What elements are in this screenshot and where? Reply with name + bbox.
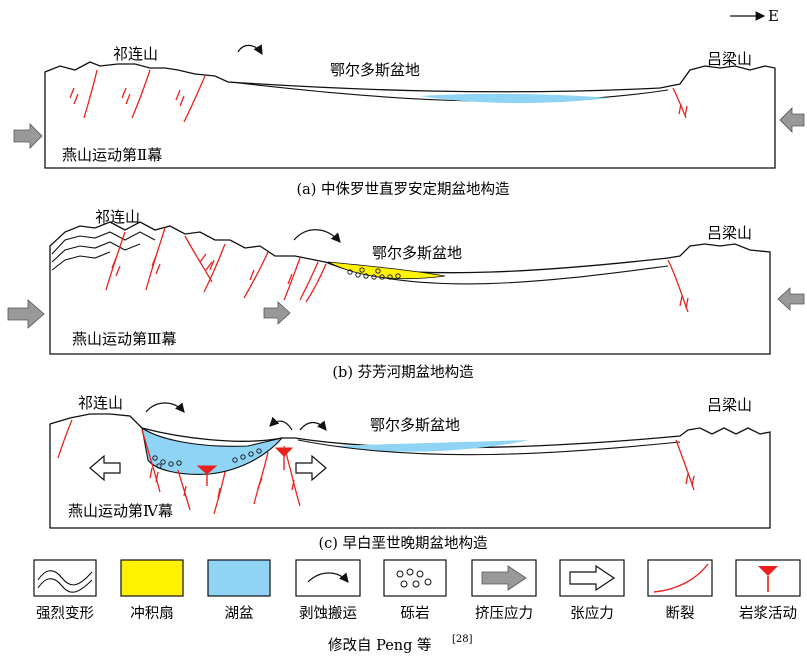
panel-c-tension-east xyxy=(295,454,327,482)
panel-a-erosion-arrow xyxy=(237,44,263,56)
panel-a-faults xyxy=(69,69,688,123)
panel-c: 祁连山 鄂尔多斯盆地 吕梁山 燕山运动第Ⅳ幕 (c) 早白垩世晚期盆地构造 xyxy=(49,394,771,552)
legend-label-tensile-stress: 张应力 xyxy=(570,604,614,622)
legend-erosion-transport-arrow-icon xyxy=(295,559,361,597)
legend-label-magmatism: 岩浆活动 xyxy=(739,604,797,622)
legend-lake-basin-swatch xyxy=(207,559,271,597)
panel-a-basin-label: 鄂尔多斯盆地 xyxy=(330,61,420,79)
panel-a-caption: (a) 中侏罗世直罗安定期盆地构造 xyxy=(296,181,510,198)
compass-label: E xyxy=(768,7,779,25)
legend-alluvial-fan-swatch xyxy=(120,559,184,597)
panel-b-east-label: 吕梁山 xyxy=(707,224,752,242)
panel-a-compression-east xyxy=(779,107,805,133)
legend-magmatism-icon xyxy=(735,559,801,597)
source-reference: [28] xyxy=(452,634,473,645)
panel-b-compression-east xyxy=(777,287,805,311)
panel-a-lower-stratum xyxy=(229,81,669,102)
panel-b-folded-layers xyxy=(51,231,156,271)
legend-label-strong-deformation: 强烈变形 xyxy=(36,605,94,622)
panel-c-conglomerate xyxy=(152,448,262,469)
legend-fault-icon xyxy=(647,559,713,597)
source-text: 修改自 Peng 等 xyxy=(328,636,432,654)
panel-c-west-label: 祁连山 xyxy=(78,394,123,412)
panel-b-caption: (b) 芬芳河期盆地构造 xyxy=(332,364,474,381)
legend-label-compressive-stress: 挤压应力 xyxy=(475,604,533,622)
panel-b-faults xyxy=(105,227,689,313)
panel-c-caption: (c) 早白垩世晚期盆地构造 xyxy=(318,535,488,552)
panel-c-erosion-arrow-mid-left xyxy=(269,416,293,431)
panel-b-compression-west xyxy=(7,299,45,329)
panel-c-erosion-arrow-west xyxy=(145,402,185,413)
panel-c-tension-west xyxy=(89,454,121,482)
panel-b-compression-mid xyxy=(263,301,291,325)
legend-folded-layers-icon xyxy=(33,559,97,597)
panel-a-lake xyxy=(420,93,610,104)
panel-c-basin-label: 鄂尔多斯盆地 xyxy=(370,416,460,434)
panel-a: 祁连山 鄂尔多斯盆地 吕梁山 燕山运动第Ⅱ幕 (a) 中侏罗世直罗安定期盆地构造 xyxy=(13,44,805,198)
panel-b-phase-label: 燕山运动第Ⅲ幕 xyxy=(72,330,176,348)
legend-conglomerate-icon xyxy=(383,559,447,597)
panel-c-magma xyxy=(196,447,294,486)
panel-b-basin-label: 鄂尔多斯盆地 xyxy=(372,244,462,262)
panel-c-lake-east xyxy=(330,440,530,452)
panel-b-erosion-arrow xyxy=(293,229,341,243)
legend: 强烈变形 冲积扇 湖盆 剥蚀搬运 砾岩 挤压应力 张应力 断裂 岩浆活动 xyxy=(33,559,801,622)
legend-label-alluvial-fan: 冲积扇 xyxy=(130,605,174,622)
panel-a-west-label: 祁连山 xyxy=(113,45,158,63)
legend-label-erosion-transport: 剥蚀搬运 xyxy=(299,605,357,622)
panel-c-erosion-arrow-mid-right xyxy=(299,420,327,431)
legend-label-lake-basin: 湖盆 xyxy=(225,605,254,622)
panel-a-cross-section xyxy=(44,61,776,169)
panel-c-east-label: 吕梁山 xyxy=(707,396,752,414)
legend-label-conglomerate: 砾岩 xyxy=(401,605,430,622)
panel-a-phase-label: 燕山运动第Ⅱ幕 xyxy=(62,146,162,164)
legend-tensile-stress-arrow-icon xyxy=(559,559,625,597)
panel-a-compression-west xyxy=(13,123,43,149)
panel-a-east-label: 吕梁山 xyxy=(707,50,752,68)
panel-b: 祁连山 鄂尔多斯盆地 吕梁山 燕山运动第Ⅲ幕 (b) 芬芳河期盆地构造 xyxy=(7,208,805,381)
east-compass: E xyxy=(730,7,779,25)
panel-b-conglomerate xyxy=(347,267,401,280)
source-note: 修改自 Peng 等 [28] xyxy=(328,634,473,654)
panel-c-lower-stratum xyxy=(297,439,681,456)
legend-compressive-stress-arrow-icon xyxy=(471,559,537,597)
legend-label-fault: 断裂 xyxy=(666,605,695,622)
panel-b-west-label: 祁连山 xyxy=(95,208,140,226)
panel-c-phase-label: 燕山运动第Ⅳ幕 xyxy=(68,502,173,520)
